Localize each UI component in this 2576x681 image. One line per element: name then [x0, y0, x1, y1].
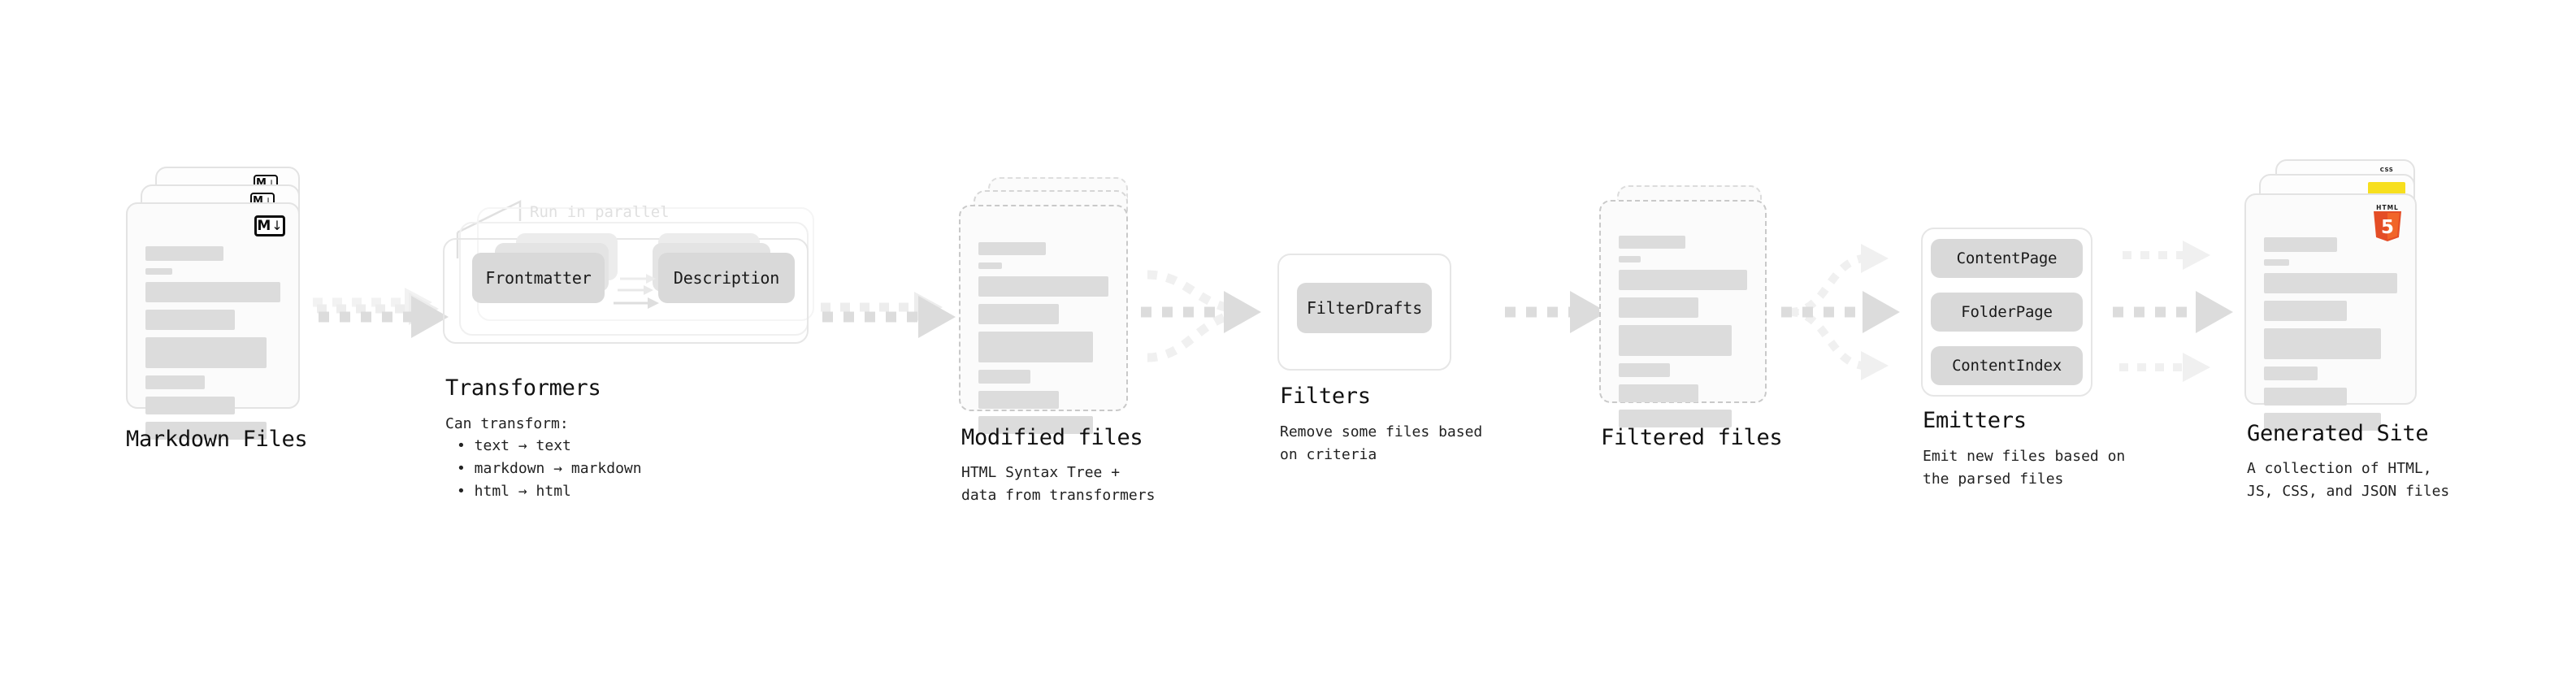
arrow-modified-to-filters [1141, 270, 1261, 362]
emitters-group: ContentPage FolderPage ContentIndex [1921, 228, 2096, 398]
transformers-group: Frontmatter Description Frontmatter Desc… [443, 207, 825, 362]
html5-shield-icon: 5 [2374, 210, 2401, 241]
generated-site-stack: CSS HTML 5 [2244, 159, 2439, 431]
arrow-filtered-to-emitters [1781, 244, 1900, 380]
markdown-badge-arrow-icon: ↓ [267, 177, 275, 189]
arrow-emitters-to-site [2113, 241, 2233, 382]
filtered-files-stack [1599, 185, 1782, 427]
transformers-chip-description[interactable]: Description [658, 253, 795, 303]
html5-badge-label: HTML [2376, 204, 2399, 211]
filters-box [1277, 254, 1451, 371]
transformers-subtitle: Can transform: [445, 415, 569, 432]
filtered-card-front [1599, 200, 1767, 427]
filters-group: FilterDrafts [1277, 254, 1452, 371]
markdown-files-stack: M ↓ M ↓ M ↓ [126, 167, 317, 440]
markdown-card-content-lines [145, 246, 280, 447]
transformers-capability-item: • markdown → markdown [457, 459, 642, 477]
transformers-capability-item: • text → text [457, 437, 571, 454]
transformers-box-front [443, 238, 809, 344]
filters-chip-filterdrafts[interactable]: FilterDrafts [1297, 283, 1432, 333]
markdown-badge-arrow-icon: ↓ [263, 195, 272, 207]
emitters-box [1921, 228, 2092, 397]
generated-site-subtitle: A collection of HTML, JS, CSS, and JSON … [2247, 460, 2450, 500]
modified-files-subtitle: HTML Syntax Tree + data from transformer… [961, 464, 1156, 504]
generated-card-front: HTML 5 [2244, 193, 2417, 431]
arrow-transformers-to-modified [821, 292, 956, 338]
modified-files-title: Modified files [961, 425, 1143, 450]
markdown-badge-front: M ↓ [254, 215, 285, 236]
transformers-chip-frontmatter[interactable]: Frontmatter [472, 253, 605, 303]
filters-subtitle: Remove some files based on criteria [1280, 423, 1483, 463]
generated-card-content-lines [2264, 237, 2397, 438]
transformers-capability-item: • html → html [457, 482, 571, 500]
css3-badge-label: CSS [2379, 167, 2394, 173]
generated-site-title: Generated Site [2247, 421, 2429, 446]
html5-badge: HTML 5 [2371, 205, 2404, 242]
markdown-files-title: Markdown Files [126, 427, 308, 452]
markdown-card-front: M ↓ [126, 202, 300, 440]
transformers-capability-list: • text → text • markdown → markdown • ht… [445, 435, 642, 503]
modified-card-front [959, 205, 1128, 434]
filtered-files-title: Filtered files [1601, 425, 1783, 450]
markdown-badge-letter: M [257, 217, 271, 234]
filters-title: Filters [1280, 384, 1371, 409]
emitters-chip-contentpage[interactable]: ContentPage [1931, 239, 2083, 278]
transformers-title: Transformers [445, 375, 601, 401]
arrow-filters-to-filtered [1505, 291, 1607, 333]
modified-card-content-lines [978, 242, 1108, 441]
emitters-chip-folderpage[interactable]: FolderPage [1931, 293, 2083, 332]
modified-files-stack [959, 177, 1146, 434]
emitters-title: Emitters [1923, 408, 2027, 433]
markdown-badge-arrow-icon: ↓ [271, 218, 283, 233]
run-in-parallel-label: Run in parallel [530, 203, 670, 221]
arrow-markdown-to-transformers [313, 288, 449, 338]
filtered-card-content-lines [1619, 236, 1747, 435]
emitters-subtitle: Emit new files based on the parsed files [1923, 448, 2126, 488]
svg-text:5: 5 [2381, 217, 2394, 238]
emitters-chip-contentindex[interactable]: ContentIndex [1931, 346, 2083, 385]
